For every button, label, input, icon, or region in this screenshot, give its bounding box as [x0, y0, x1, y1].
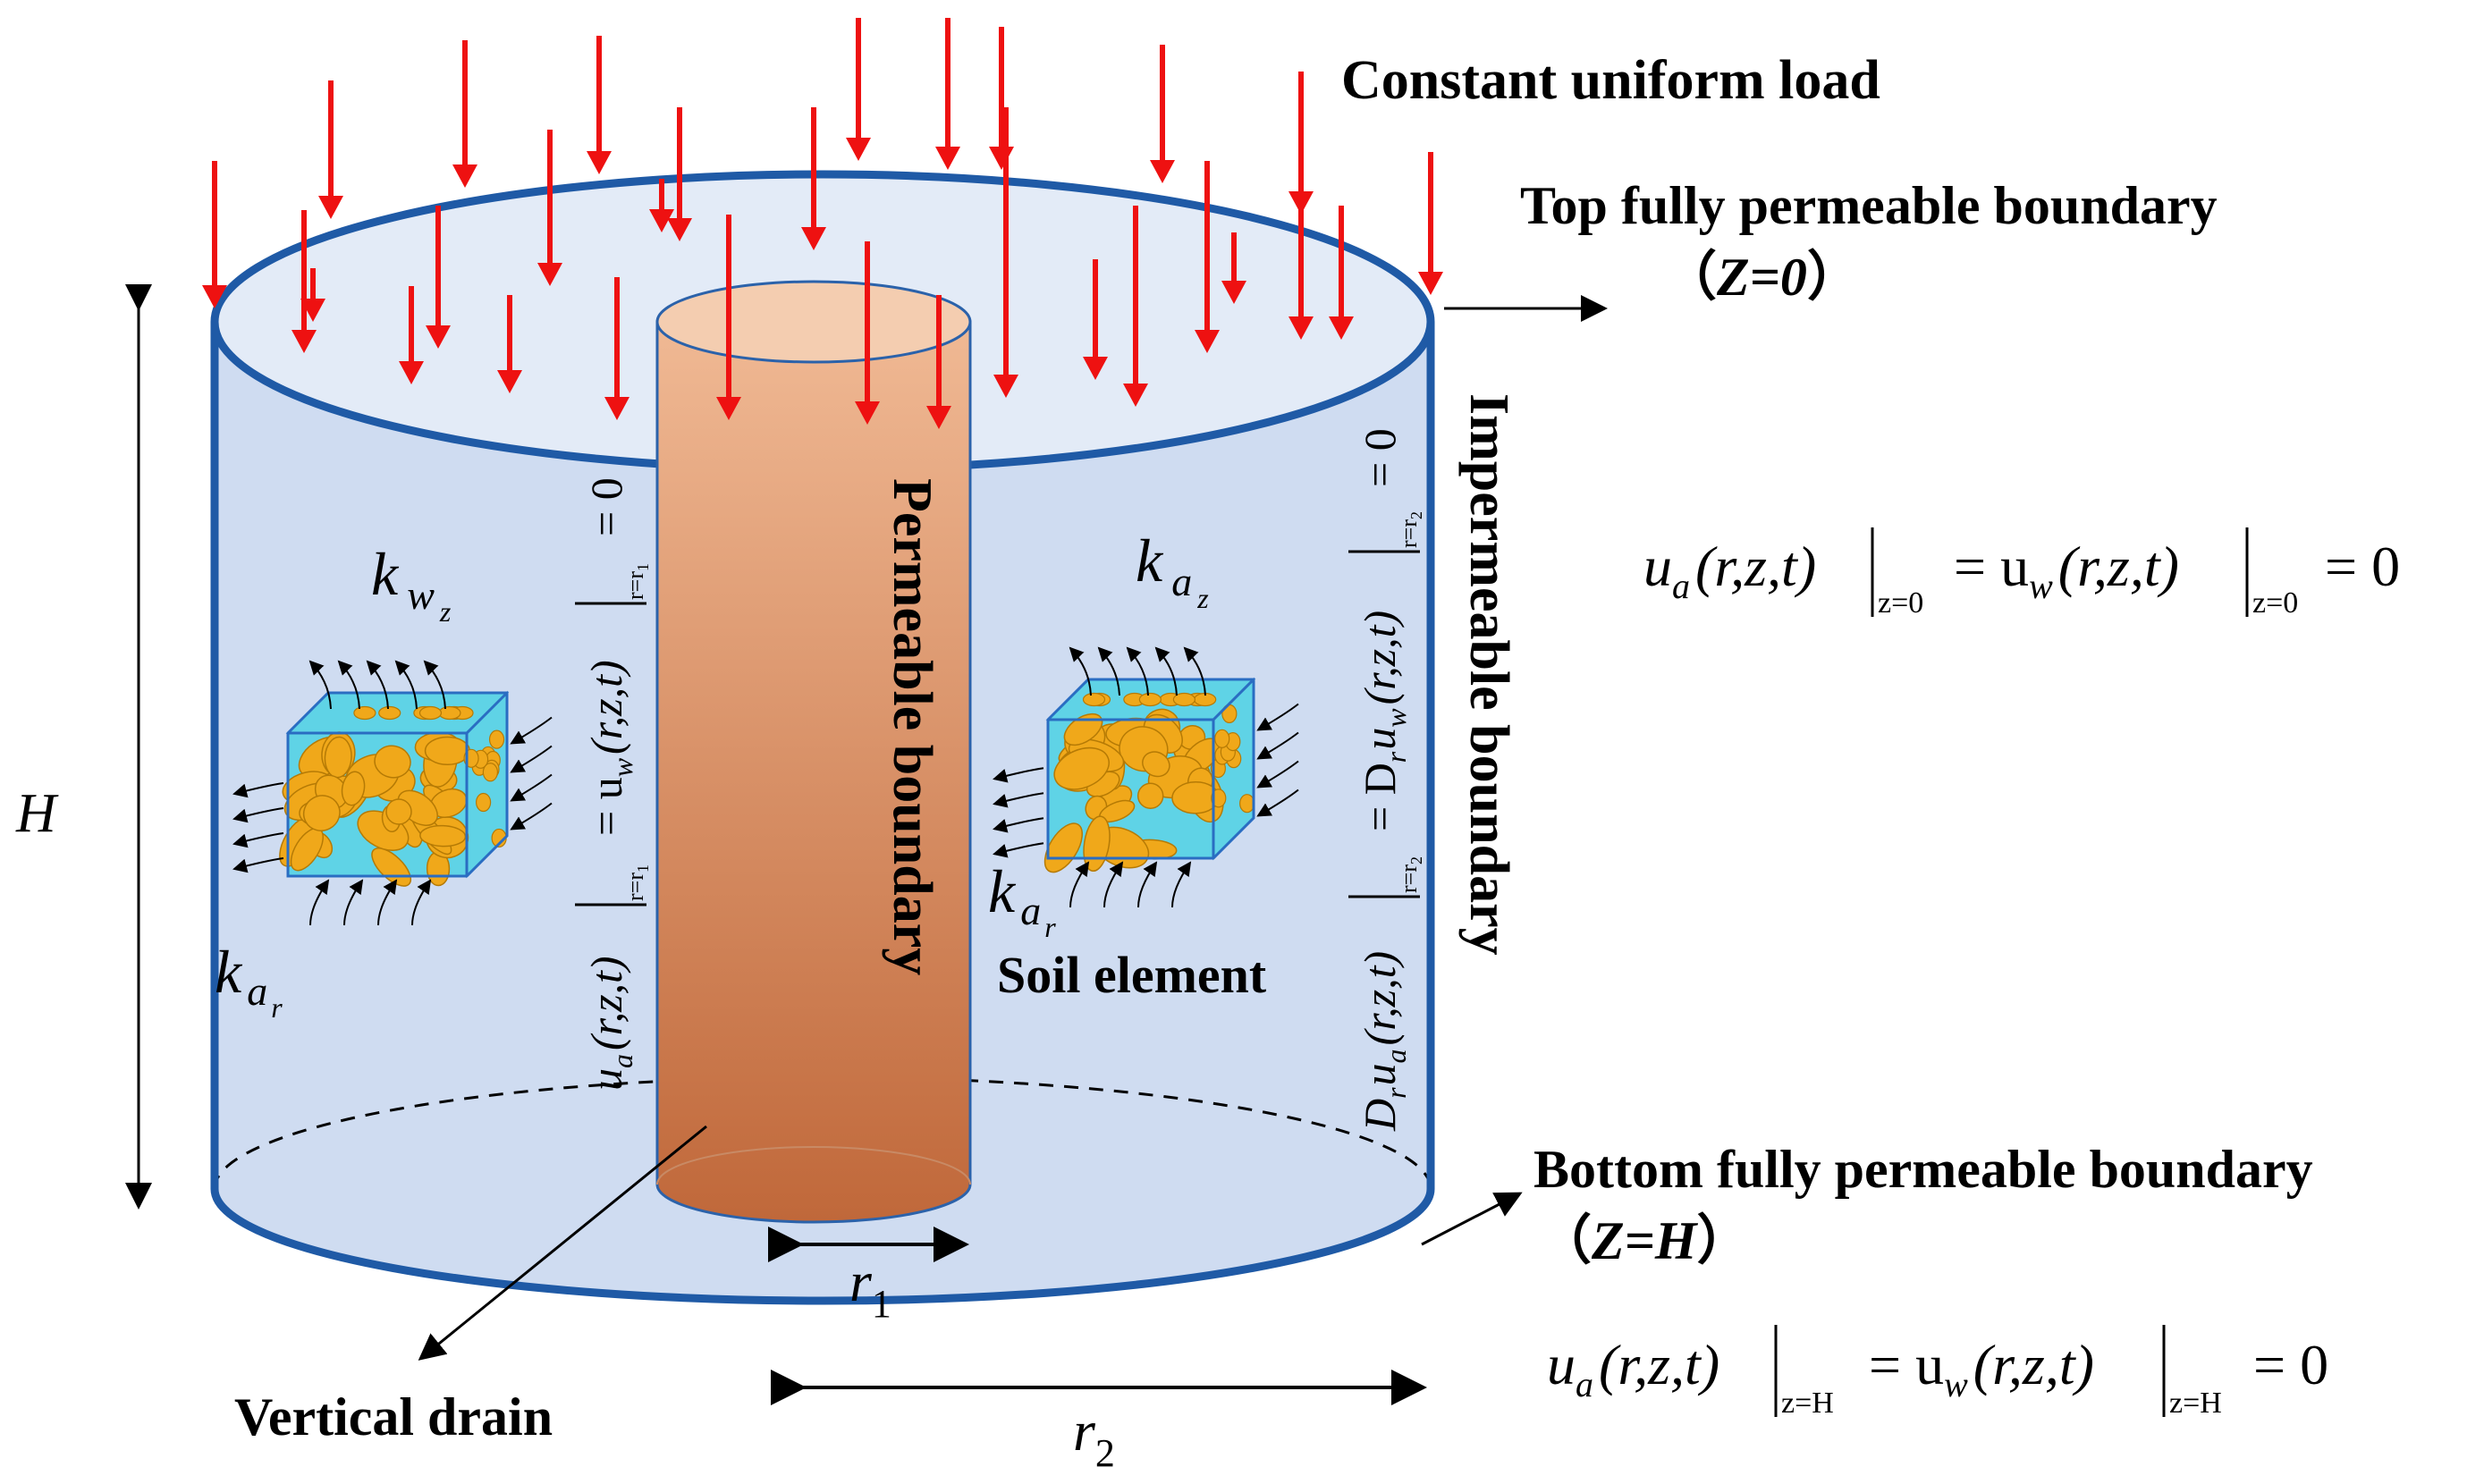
- load-arrow: [1221, 232, 1246, 304]
- load-arrow: [300, 268, 325, 322]
- vertical-drain-label: Vertical drain: [234, 1387, 553, 1446]
- load-arrow: [497, 295, 522, 393]
- load-arrow: [1329, 206, 1354, 340]
- load-arrow: [667, 107, 692, 241]
- svg-text:= uw(r,z,t): = uw(r,z,t): [581, 660, 638, 836]
- outer-boundary-equation: Drua(r,z,t) r=r2 = Druw(r,z,t) r=r2 = 0: [1348, 428, 1425, 1132]
- load-arrow: [926, 295, 951, 429]
- bottom-boundary-condition: （Z=H）: [1538, 1210, 1751, 1270]
- load-arrow: [318, 80, 343, 219]
- cylinder-bottom-front: [210, 1188, 1435, 1305]
- r1-label: r1: [849, 1250, 891, 1326]
- svg-text:r=r1: r=r1: [622, 864, 652, 901]
- load-arrow: [1123, 206, 1148, 407]
- load-arrow: [716, 215, 741, 420]
- svg-text:z=H: z=H: [1781, 1387, 1834, 1420]
- load-arrow: [1288, 72, 1314, 215]
- load-arrow: [426, 206, 451, 349]
- load-arrow: [993, 107, 1018, 398]
- svg-text:= Druw(r,z,t): = Druw(r,z,t): [1355, 611, 1412, 831]
- top-boundary-equation: ua(r,z,t) z=0 = uw(r,z,t) z=0 = 0: [1643, 527, 2400, 620]
- top-boundary-label: Top fully permeable boundary: [1520, 176, 2218, 235]
- permeable-boundary-label: Permeable boundary: [882, 478, 942, 975]
- load-arrow: [801, 107, 826, 250]
- svg-text:r=r1: r=r1: [622, 563, 652, 600]
- load-arrow: [1083, 259, 1108, 380]
- load-arrow: [1288, 197, 1314, 340]
- load-arrow: [855, 241, 880, 425]
- svg-text:ua(r,z,t): ua(r,z,t): [1643, 535, 1816, 606]
- svg-text:z=0: z=0: [2252, 586, 2298, 620]
- svg-text:ua(r,z,t): ua(r,z,t): [581, 956, 638, 1091]
- load-arrow: [399, 286, 424, 384]
- bottom-boundary-label: Bottom fully permeable boundary: [1533, 1140, 2313, 1199]
- load-arrow: [1150, 45, 1175, 183]
- load-arrow: [1195, 161, 1220, 353]
- svg-text:= 0: = 0: [2253, 1333, 2328, 1396]
- load-arrow: [1418, 152, 1443, 295]
- load-arrow: [291, 210, 317, 353]
- svg-text:= 0: = 0: [2325, 535, 2400, 598]
- r2-label: r2: [1073, 1399, 1115, 1475]
- load-arrow: [649, 179, 674, 232]
- soil-element-label: Soil element: [997, 946, 1267, 1004]
- bottom-boundary-leader: [1421, 1192, 1523, 1246]
- r2-subscript: 2: [1095, 1431, 1115, 1475]
- drain-boundary-equation: ua(r,z,t) r=r1 = uw(r,z,t) r=r1 = 0: [575, 477, 652, 1091]
- height-dimension: H: [15, 284, 152, 1210]
- vertical-drain: [655, 280, 972, 1224]
- drain-top: [655, 280, 972, 364]
- svg-text:= uw(r,z,t): = uw(r,z,t): [1954, 535, 2179, 606]
- svg-text:ua(r,z,t): ua(r,z,t): [1547, 1333, 1719, 1404]
- load-arrow: [537, 130, 562, 286]
- load-arrow: [935, 18, 960, 170]
- height-label: H: [15, 783, 59, 844]
- load-arrow: [989, 27, 1014, 170]
- r2-dimension: r2: [771, 1370, 1427, 1475]
- soil-element-right: [993, 646, 1299, 908]
- impermeable-boundary-label: Impermeable boundary: [1458, 393, 1519, 956]
- vertical-drain-leader: [418, 1125, 707, 1361]
- r1-subscript: 1: [872, 1282, 891, 1326]
- load-arrow: [202, 161, 227, 308]
- svg-text:r=r2: r=r2: [1396, 511, 1425, 548]
- svg-text:z=H: z=H: [2169, 1387, 2222, 1420]
- load-label: Constant uniform load: [1341, 50, 1880, 111]
- soil-element-left: [232, 660, 553, 926]
- top-boundary-condition: （Z=0）: [1663, 247, 1861, 307]
- svg-text:= 0: = 0: [581, 477, 631, 536]
- svg-text:Drua(r,z,t): Drua(r,z,t): [1355, 951, 1412, 1132]
- drain-body: [655, 320, 972, 1224]
- svg-text:= uw(r,z,t): = uw(r,z,t): [1869, 1333, 2094, 1404]
- load-arrow: [452, 40, 477, 188]
- svg-text:r=r2: r=r2: [1396, 856, 1425, 893]
- load-arrows: [202, 18, 1443, 429]
- r1-dimension: r1: [768, 1227, 969, 1326]
- svg-text:z=0: z=0: [1878, 586, 1923, 620]
- load-arrow: [846, 18, 871, 161]
- bottom-boundary-equation: ua(r,z,t) z=H = uw(r,z,t) z=H = 0: [1547, 1325, 2328, 1420]
- drain-bottom-back: [656, 1146, 971, 1185]
- svg-text:= 0: = 0: [1355, 428, 1405, 487]
- load-arrow: [587, 36, 612, 174]
- load-arrow: [604, 277, 629, 420]
